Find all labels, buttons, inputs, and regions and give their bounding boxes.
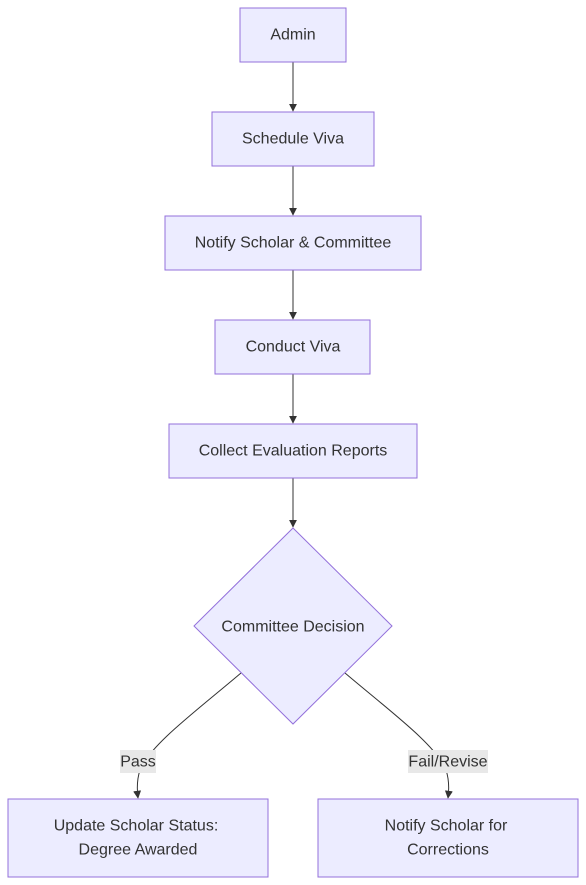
edge-decision-to-update (133, 672, 242, 799)
edge-label-pass: Pass (120, 750, 156, 773)
node-notify-committee: Notify Scholar & Committee (164, 215, 422, 271)
node-conduct-viva: Conduct Viva (214, 319, 371, 375)
node-collect-reports-label: Collect Evaluation Reports (199, 443, 388, 460)
node-committee-decision-label: Committee Decision (221, 619, 364, 636)
node-notify-corrections-line2: Corrections (407, 842, 489, 859)
node-conduct-viva-label: Conduct Viva (246, 339, 341, 356)
node-notify-corrections-line1: Notify Scholar for (385, 818, 508, 835)
edge-decision-to-corrections (344, 672, 453, 799)
node-notify-committee-label: Notify Scholar & Committee (195, 235, 392, 252)
node-schedule-viva-label: Schedule Viva (242, 131, 344, 148)
node-schedule-viva: Schedule Viva (211, 111, 375, 167)
node-notify-corrections: Notify Scholar for Corrections (317, 798, 579, 878)
edge-label-pass-text: Pass (120, 754, 156, 771)
node-admin-label: Admin (270, 27, 315, 44)
node-admin: Admin (239, 7, 347, 63)
edge-label-fail-revise: Fail/Revise (408, 750, 488, 773)
node-collect-reports: Collect Evaluation Reports (168, 423, 418, 479)
node-update-status-line1: Update Scholar Status: (54, 818, 219, 835)
edge-label-fail-revise-text: Fail/Revise (408, 754, 487, 771)
node-committee-decision: Committee Decision (193, 527, 393, 725)
node-update-status: Update Scholar Status: Degree Awarded (7, 798, 269, 878)
node-update-status-line2: Degree Awarded (79, 842, 198, 859)
